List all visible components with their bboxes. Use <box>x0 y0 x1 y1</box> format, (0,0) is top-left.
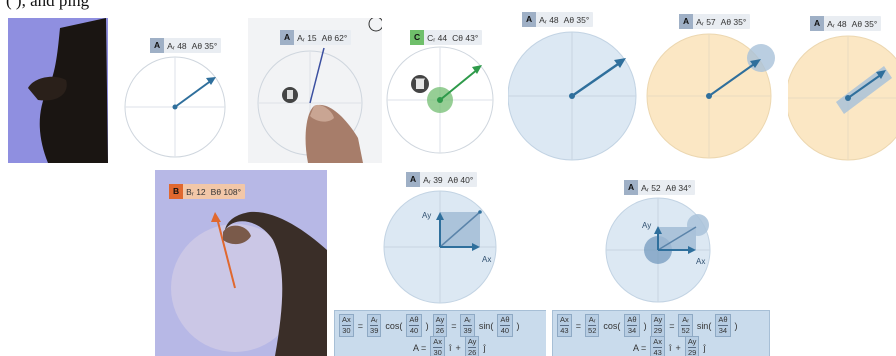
vector-tag: A Aᵣ 52 Aθ 34° <box>624 180 696 195</box>
vector-tag: A Aᵣ 15 Aθ 62° <box>280 30 352 45</box>
magnitude-value: Aᵣ 15 <box>297 32 317 43</box>
vector-chip: A <box>150 38 165 53</box>
angle-value: Aθ 35° <box>851 18 878 29</box>
vector-chip: A <box>624 180 639 195</box>
vector-plot <box>124 56 226 158</box>
angle-value: Aθ 35° <box>563 14 590 25</box>
trash-icon[interactable] <box>411 75 429 93</box>
vector-panel-4: C Cᵣ 44 Cθ 43° <box>384 18 504 163</box>
caption-fragment: ( ), and ping <box>6 0 90 10</box>
angle-value: Cθ 43° <box>452 32 479 43</box>
vector-tag: A Aᵣ 48 Aθ 35° <box>810 16 882 31</box>
ay-label: Ay <box>422 211 431 220</box>
magnitude-value: Aᵣ 48 <box>539 14 559 25</box>
vector-chip: A <box>280 30 295 45</box>
vector-chip: B <box>169 184 184 199</box>
ax-label: Ax <box>482 255 491 264</box>
vector-plot <box>508 31 637 161</box>
angle-value: Aθ 62° <box>321 32 348 43</box>
vector-plot <box>788 35 896 161</box>
magnitude-value: Aᵣ 48 <box>167 40 187 51</box>
finger-silhouette <box>28 18 108 163</box>
angle-value: Bθ 108° <box>210 186 242 197</box>
vector-chip: A <box>810 16 825 31</box>
vector-plot <box>257 18 382 163</box>
magnitude-value: Aᵣ 48 <box>827 18 847 29</box>
vector-chip: A <box>679 14 694 29</box>
vector-tag: B Bᵣ 12 Bθ 108° <box>169 184 246 199</box>
magnitude-value: Cᵣ 44 <box>427 32 448 43</box>
ax-label: Ax <box>696 257 705 266</box>
vector-tag: A Aᵣ 48 Aθ 35° <box>150 38 222 53</box>
magnitude-value: Aᵣ 57 <box>696 16 716 27</box>
component-plot: Ay Ax <box>383 190 497 304</box>
vector-panel-6: A Aᵣ 57 Aθ 35° <box>645 8 785 163</box>
angle-value: Aθ 40° <box>447 174 474 185</box>
angle-value: Aθ 35° <box>720 16 747 27</box>
magnitude-value: Aᵣ 39 <box>423 174 443 185</box>
photo-panel-3: A Aᵣ 15 Aθ 62° <box>248 18 382 163</box>
vector-chip: A <box>406 172 421 187</box>
angle-value: Aθ 35° <box>191 40 218 51</box>
photo-panel-8: B Bᵣ 12 Bθ 108° <box>155 170 327 356</box>
vector-plot <box>646 33 775 159</box>
vector-plot <box>171 211 327 356</box>
vector-tag: A Aᵣ 48 Aθ 35° <box>522 12 594 27</box>
vector-panel-7: A Aᵣ 48 Aθ 35° <box>788 8 896 163</box>
magnitude-value: Bᵣ 12 <box>186 186 206 197</box>
vector-chip: C <box>410 30 425 45</box>
vector-panel-5: A Aᵣ 48 Aθ 35° <box>508 8 640 163</box>
vector-tag: C Cᵣ 44 Cθ 43° <box>410 30 483 45</box>
vector-plot <box>386 46 494 154</box>
vector-tag: A Aᵣ 39 Aθ 40° <box>406 172 478 187</box>
vector-chip: A <box>522 12 537 27</box>
magnitude-value: Aᵣ 52 <box>641 182 661 193</box>
component-plot: Ay Ax <box>605 197 711 303</box>
vector-tag: A Aᵣ 57 Aθ 35° <box>679 14 751 29</box>
ay-label: Ay <box>642 221 651 230</box>
vector-panel-2: A Aᵣ 48 Aθ 35° <box>108 18 243 163</box>
angle-value: Aθ 34° <box>665 182 692 193</box>
photo-finger-1 <box>8 18 108 163</box>
